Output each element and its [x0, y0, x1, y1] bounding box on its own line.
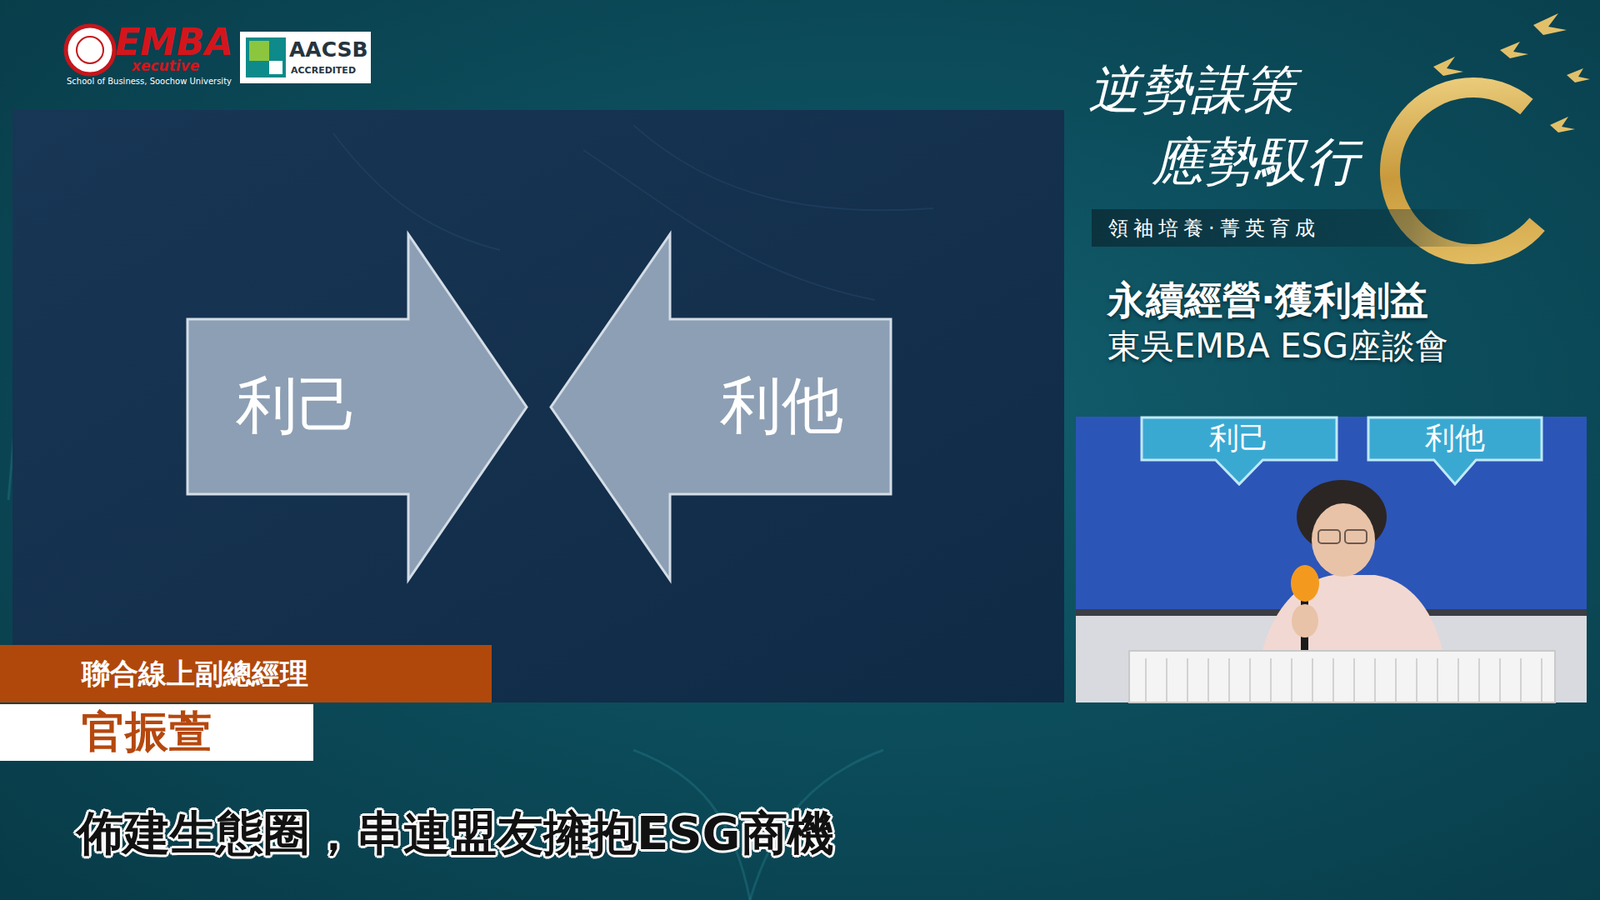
node-label: 利他 — [1367, 416, 1543, 460]
gold-ring — [1355, 53, 1591, 289]
speaker-hand — [1291, 604, 1319, 638]
speaker-face — [1311, 503, 1375, 577]
node-label: 利他 — [670, 319, 893, 495]
speaker-glasses — [1345, 530, 1367, 544]
speaker-glasses — [1318, 530, 1340, 544]
logo-text: EMBA — [115, 21, 233, 65]
logo-subtext: ACCREDITED — [290, 65, 356, 77]
node-label: 利己 — [185, 319, 409, 495]
inset-arrow-node: 利他 — [1367, 416, 1543, 485]
logo-text: xecutive — [131, 58, 200, 75]
event-title: 永續經營·獲利創益 — [1107, 278, 1429, 323]
inset-arrow-shape — [1141, 417, 1337, 485]
title-band-node: 聯合線上副總經理 — [0, 645, 492, 703]
inset-arrow-node: 利己 — [1140, 416, 1338, 485]
aacsb-icon — [269, 60, 283, 75]
node-label: 官振萱 — [81, 704, 212, 761]
tagline-band-node: 領袖培養·菁英育成 — [1091, 209, 1490, 247]
name-band-node: 官振萱 — [0, 704, 314, 761]
calligraphy-title: 逆勢謀策 — [1088, 60, 1295, 120]
slide-panel — [12, 110, 1065, 703]
event-subtitle: 東吳EMBA ESG座談會 — [1107, 326, 1449, 365]
arrow-node: 利他 — [549, 232, 893, 582]
node-label: 利己 — [1140, 416, 1338, 460]
node-label: 領袖培養·菁英育成 — [1108, 209, 1320, 247]
arrow-node: 利己 — [185, 232, 529, 582]
podium — [1129, 650, 1555, 703]
caption-subtitle: 佈建生態圈，串連盟友擁抱ESG商機 — [76, 806, 835, 860]
node-label: 聯合線上副總經理 — [81, 645, 309, 703]
logo-subtext: School of Business, Soochow University — [66, 76, 232, 87]
microphone-head — [1290, 565, 1320, 602]
aacsb-icon — [249, 40, 270, 61]
university-seal — [65, 25, 115, 75]
calligraphy-title: 應勢馭行 — [1151, 131, 1359, 191]
logo-text: AACSB — [289, 38, 369, 63]
aacsb-box — [240, 31, 371, 84]
aacsb-icon — [245, 37, 286, 78]
gold-birds — [1433, 13, 1590, 133]
university-seal — [76, 36, 104, 64]
inset-arrow-shape — [1368, 417, 1542, 485]
